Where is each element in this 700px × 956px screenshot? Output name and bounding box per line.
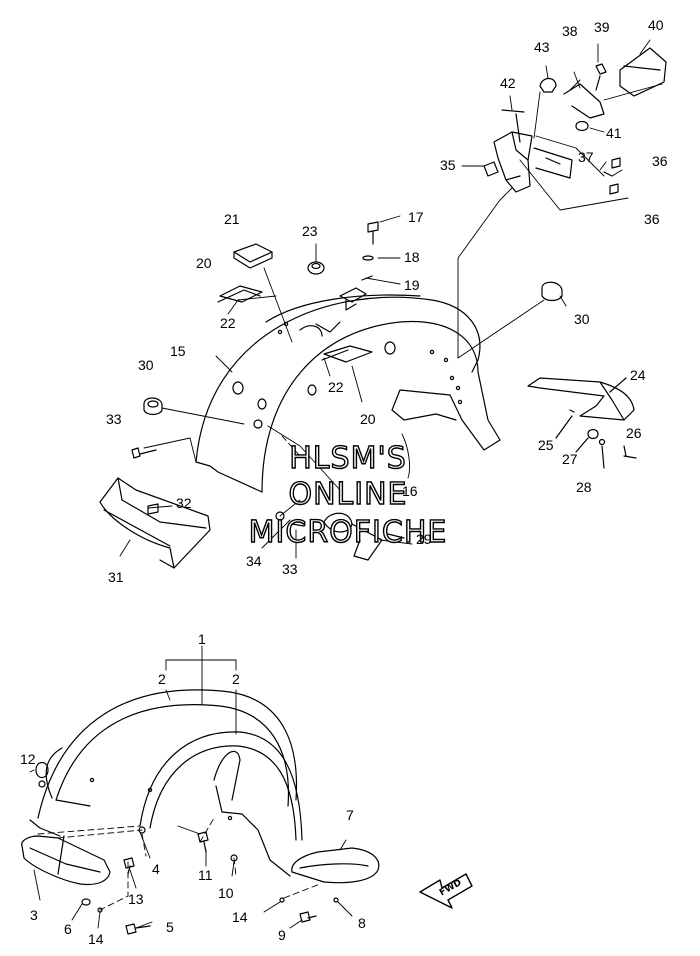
callout-33a: 33 bbox=[106, 411, 122, 427]
callout-37: 37 bbox=[578, 149, 594, 165]
callout-16: 16 bbox=[402, 483, 418, 499]
callout-20b: 20 bbox=[360, 411, 376, 427]
license-bracket bbox=[483, 47, 667, 195]
callout-12: 12 bbox=[20, 751, 36, 767]
callout-30b: 30 bbox=[574, 311, 590, 327]
callout-23: 23 bbox=[302, 223, 318, 239]
leader-lines-upper bbox=[119, 187, 567, 559]
callout-42: 42 bbox=[500, 75, 516, 91]
callout-17: 17 bbox=[408, 209, 424, 225]
lower-hardware bbox=[275, 511, 405, 561]
callout-43: 43 bbox=[534, 39, 550, 55]
callout-1: 1 bbox=[198, 631, 206, 647]
rear-fender bbox=[195, 294, 501, 493]
callout-27: 27 bbox=[562, 451, 578, 467]
callout-35: 35 bbox=[440, 157, 456, 173]
leader-lines-top-right bbox=[461, 39, 663, 211]
callout-22a: 22 bbox=[220, 315, 236, 331]
callout-15: 15 bbox=[170, 343, 186, 359]
clip-part bbox=[147, 503, 159, 515]
callout-25: 25 bbox=[538, 437, 554, 453]
callout-30a: 30 bbox=[138, 357, 154, 373]
callout-13: 13 bbox=[128, 891, 144, 907]
callout-5: 5 bbox=[166, 919, 174, 935]
callout-24: 24 bbox=[630, 367, 646, 383]
callout-14b: 14 bbox=[232, 909, 248, 925]
callout-36b: 36 bbox=[644, 211, 660, 227]
fwd-label: FWD bbox=[438, 878, 463, 898]
callout-14a: 14 bbox=[88, 931, 104, 947]
rear-cover bbox=[99, 477, 211, 569]
callout-8: 8 bbox=[358, 915, 366, 931]
front-fender bbox=[21, 689, 380, 886]
callout-2a: 2 bbox=[158, 671, 166, 687]
watermark: HLSM'S ONLINE MICROFICHE bbox=[248, 440, 448, 550]
callout-29: 29 bbox=[416, 531, 432, 547]
bolt-left bbox=[131, 447, 157, 459]
front-fender-hardware bbox=[81, 826, 339, 935]
callout-31: 31 bbox=[108, 569, 124, 585]
callout-34: 34 bbox=[246, 553, 262, 569]
watermark-line-3: MICROFICHE bbox=[249, 515, 448, 550]
grommet-left bbox=[143, 397, 163, 416]
bracket-lower bbox=[321, 345, 373, 363]
callout-18: 18 bbox=[404, 249, 420, 265]
callout-33b: 33 bbox=[282, 561, 298, 577]
callout-7: 7 bbox=[346, 807, 354, 823]
callout-39: 39 bbox=[594, 19, 610, 35]
watermark-line-1: HLSM'S bbox=[289, 441, 407, 476]
callout-41: 41 bbox=[606, 125, 622, 141]
callout-21: 21 bbox=[224, 211, 240, 227]
fender-support-bracket bbox=[527, 377, 637, 469]
pad-part bbox=[233, 243, 273, 269]
callout-26: 26 bbox=[626, 425, 642, 441]
callout-28: 28 bbox=[576, 479, 592, 495]
callout-38: 38 bbox=[562, 23, 578, 39]
bolt-stack bbox=[339, 221, 379, 311]
callout-9: 9 bbox=[278, 927, 286, 943]
callout-32: 32 bbox=[176, 495, 192, 511]
watermark-line-2: ONLINE bbox=[288, 477, 407, 512]
callout-10: 10 bbox=[218, 885, 234, 901]
leader-lines-lower bbox=[29, 645, 353, 929]
dashed-assembly-lines bbox=[37, 435, 321, 911]
callout-2b: 2 bbox=[232, 671, 240, 687]
callout-36a: 36 bbox=[652, 153, 668, 169]
grommet-top bbox=[307, 261, 325, 275]
callout-19: 19 bbox=[404, 277, 420, 293]
fwd-arrow bbox=[419, 873, 473, 909]
grommet-right bbox=[541, 281, 563, 302]
callout-11: 11 bbox=[198, 867, 213, 883]
callout-labels: 1 2 2 3 4 5 6 7 8 9 10 11 12 13 14 14 15… bbox=[20, 17, 668, 947]
bracket-upper bbox=[217, 285, 263, 303]
callout-22b: 22 bbox=[328, 379, 344, 395]
callout-3: 3 bbox=[30, 907, 38, 923]
callout-40: 40 bbox=[648, 17, 664, 33]
callout-20a: 20 bbox=[196, 255, 212, 271]
callout-6: 6 bbox=[64, 921, 72, 937]
callout-4: 4 bbox=[152, 861, 160, 877]
